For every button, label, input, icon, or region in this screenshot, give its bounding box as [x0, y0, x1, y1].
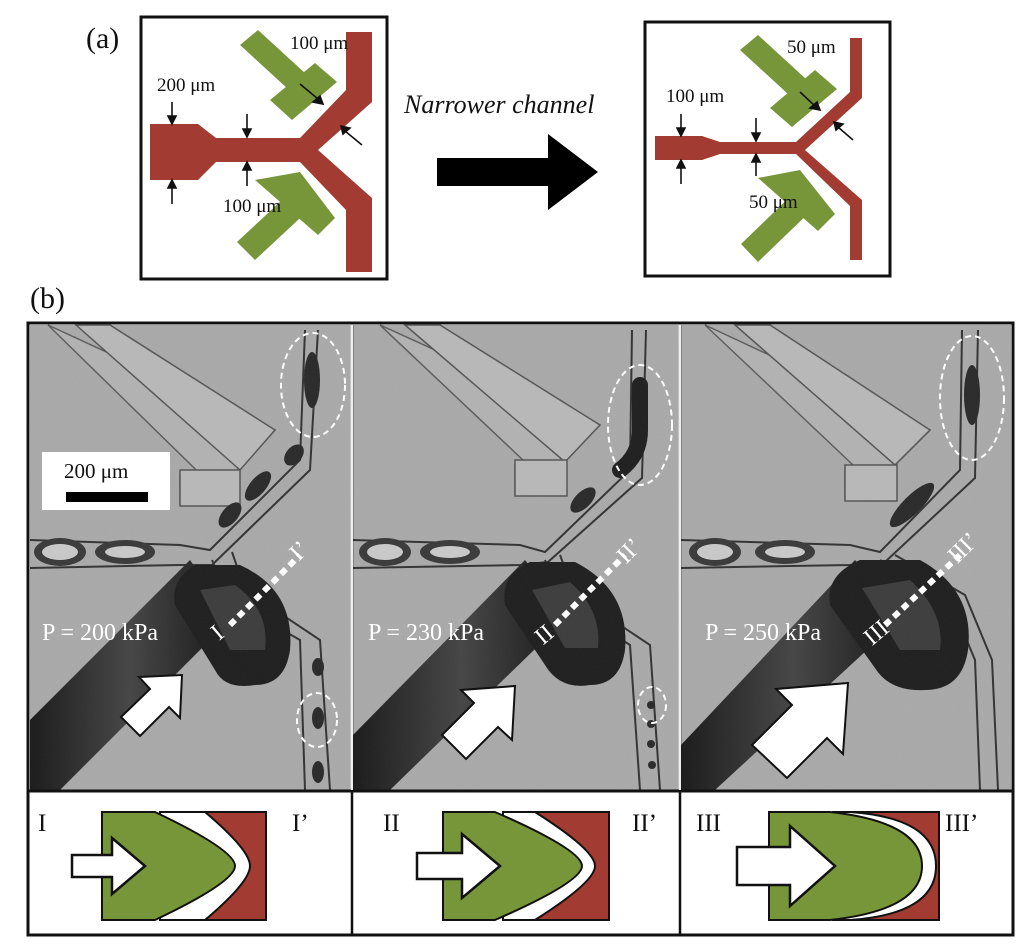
schematic-left-label-3: III — [696, 810, 721, 837]
scale-bar-label: 200 μm — [64, 459, 129, 483]
panel-b-label: (b) — [30, 282, 65, 315]
dim-outlet-bottom-narrow: 50 μm — [749, 192, 798, 213]
big-arrow — [437, 134, 598, 210]
pressure-label-1: P = 200 kPa — [42, 620, 158, 646]
design-narrower — [643, 20, 892, 278]
control-channel-bottom-narrow — [741, 170, 835, 262]
control-channel-top-narrow — [740, 35, 837, 127]
dim-inlet-width-narrow: 100 μm — [666, 86, 725, 107]
dimension-arrows-narrow — [675, 91, 854, 184]
control-channel-bottom — [237, 172, 335, 260]
micrograph-frame-3 — [680, 324, 1011, 791]
schematic-3 — [735, 811, 940, 921]
micrograph-frame-1 — [29, 324, 350, 791]
micrograph-frame-2 — [352, 324, 678, 791]
panel-a-label: (a) — [86, 22, 120, 55]
pressure-label-3: P = 250 kPa — [705, 620, 821, 646]
dim-inlet-width: 200 μm — [157, 75, 216, 96]
control-channel-top — [240, 30, 337, 120]
schematic-right-label-1: I’ — [292, 810, 309, 837]
fluid-channel-narrow — [655, 38, 862, 260]
dimension-arrows — [166, 83, 363, 204]
schematic-right-label-3: III’ — [945, 810, 979, 837]
arrow-caption: Narrower channel — [404, 90, 595, 119]
schematic-2 — [415, 811, 610, 921]
dim-narrow-width: 100 μm — [223, 196, 282, 217]
design-original — [139, 15, 389, 281]
schematic-right-label-2: II’ — [632, 810, 657, 837]
fluid-channel — [150, 32, 372, 272]
schematic-left-label-2: II — [383, 810, 400, 837]
schematic-left-label-1: I — [38, 810, 47, 837]
dim-outlet-width: 100 μm — [290, 33, 349, 54]
pressure-label-2: P = 230 kPa — [368, 620, 484, 646]
schematic-1 — [70, 811, 267, 921]
dim-outlet-top-narrow: 50 μm — [787, 37, 836, 58]
